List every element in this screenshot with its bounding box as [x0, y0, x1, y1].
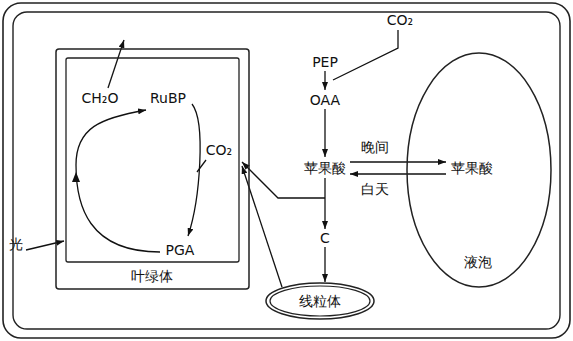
mitochondrion: 线粒体 [265, 282, 375, 320]
flow-arrow [324, 247, 325, 282]
substance-label: CH₂O [82, 90, 119, 106]
substance-label: C [320, 230, 330, 246]
cell-membrane [13, 12, 560, 329]
substance-label: PGA [166, 242, 195, 258]
substance-label: 苹果酸 [304, 160, 346, 176]
vacuole-label: 液泡 [464, 254, 492, 270]
substance-label: 晚间 [361, 139, 389, 155]
cycle-arrowhead [72, 172, 80, 182]
flow-arrow [324, 71, 325, 90]
mitochondrion-label: 线粒体 [299, 293, 341, 309]
flow-arrow [324, 109, 325, 157]
substance-label: 光 [9, 236, 23, 252]
vacuole: 苹果酸液泡 [406, 52, 552, 288]
light-arrow [26, 241, 64, 250]
chloroplast-outline [55, 48, 250, 290]
flow-arrow [324, 178, 325, 229]
night-arrow [350, 161, 446, 162]
cell-wall [3, 3, 570, 338]
cycle-arrow [76, 110, 160, 252]
co2-uptake-line [333, 30, 398, 80]
substance-label: PEP [312, 54, 338, 70]
substance-label: OAA [310, 92, 340, 108]
day-arrow [350, 173, 446, 174]
substance-label: CO₂ [206, 142, 232, 158]
export-arrow [108, 40, 124, 88]
flow-arrow [242, 166, 282, 287]
vacuole-label: 苹果酸 [451, 160, 493, 176]
chloroplast: 叶绿体 [55, 48, 250, 290]
substance-label: CO₂ [387, 12, 413, 28]
substance-label: RuBP [150, 90, 186, 106]
substance-label: 白天 [361, 181, 389, 197]
chloroplast-label: 叶绿体 [131, 268, 173, 284]
co2-join-line [197, 160, 206, 172]
